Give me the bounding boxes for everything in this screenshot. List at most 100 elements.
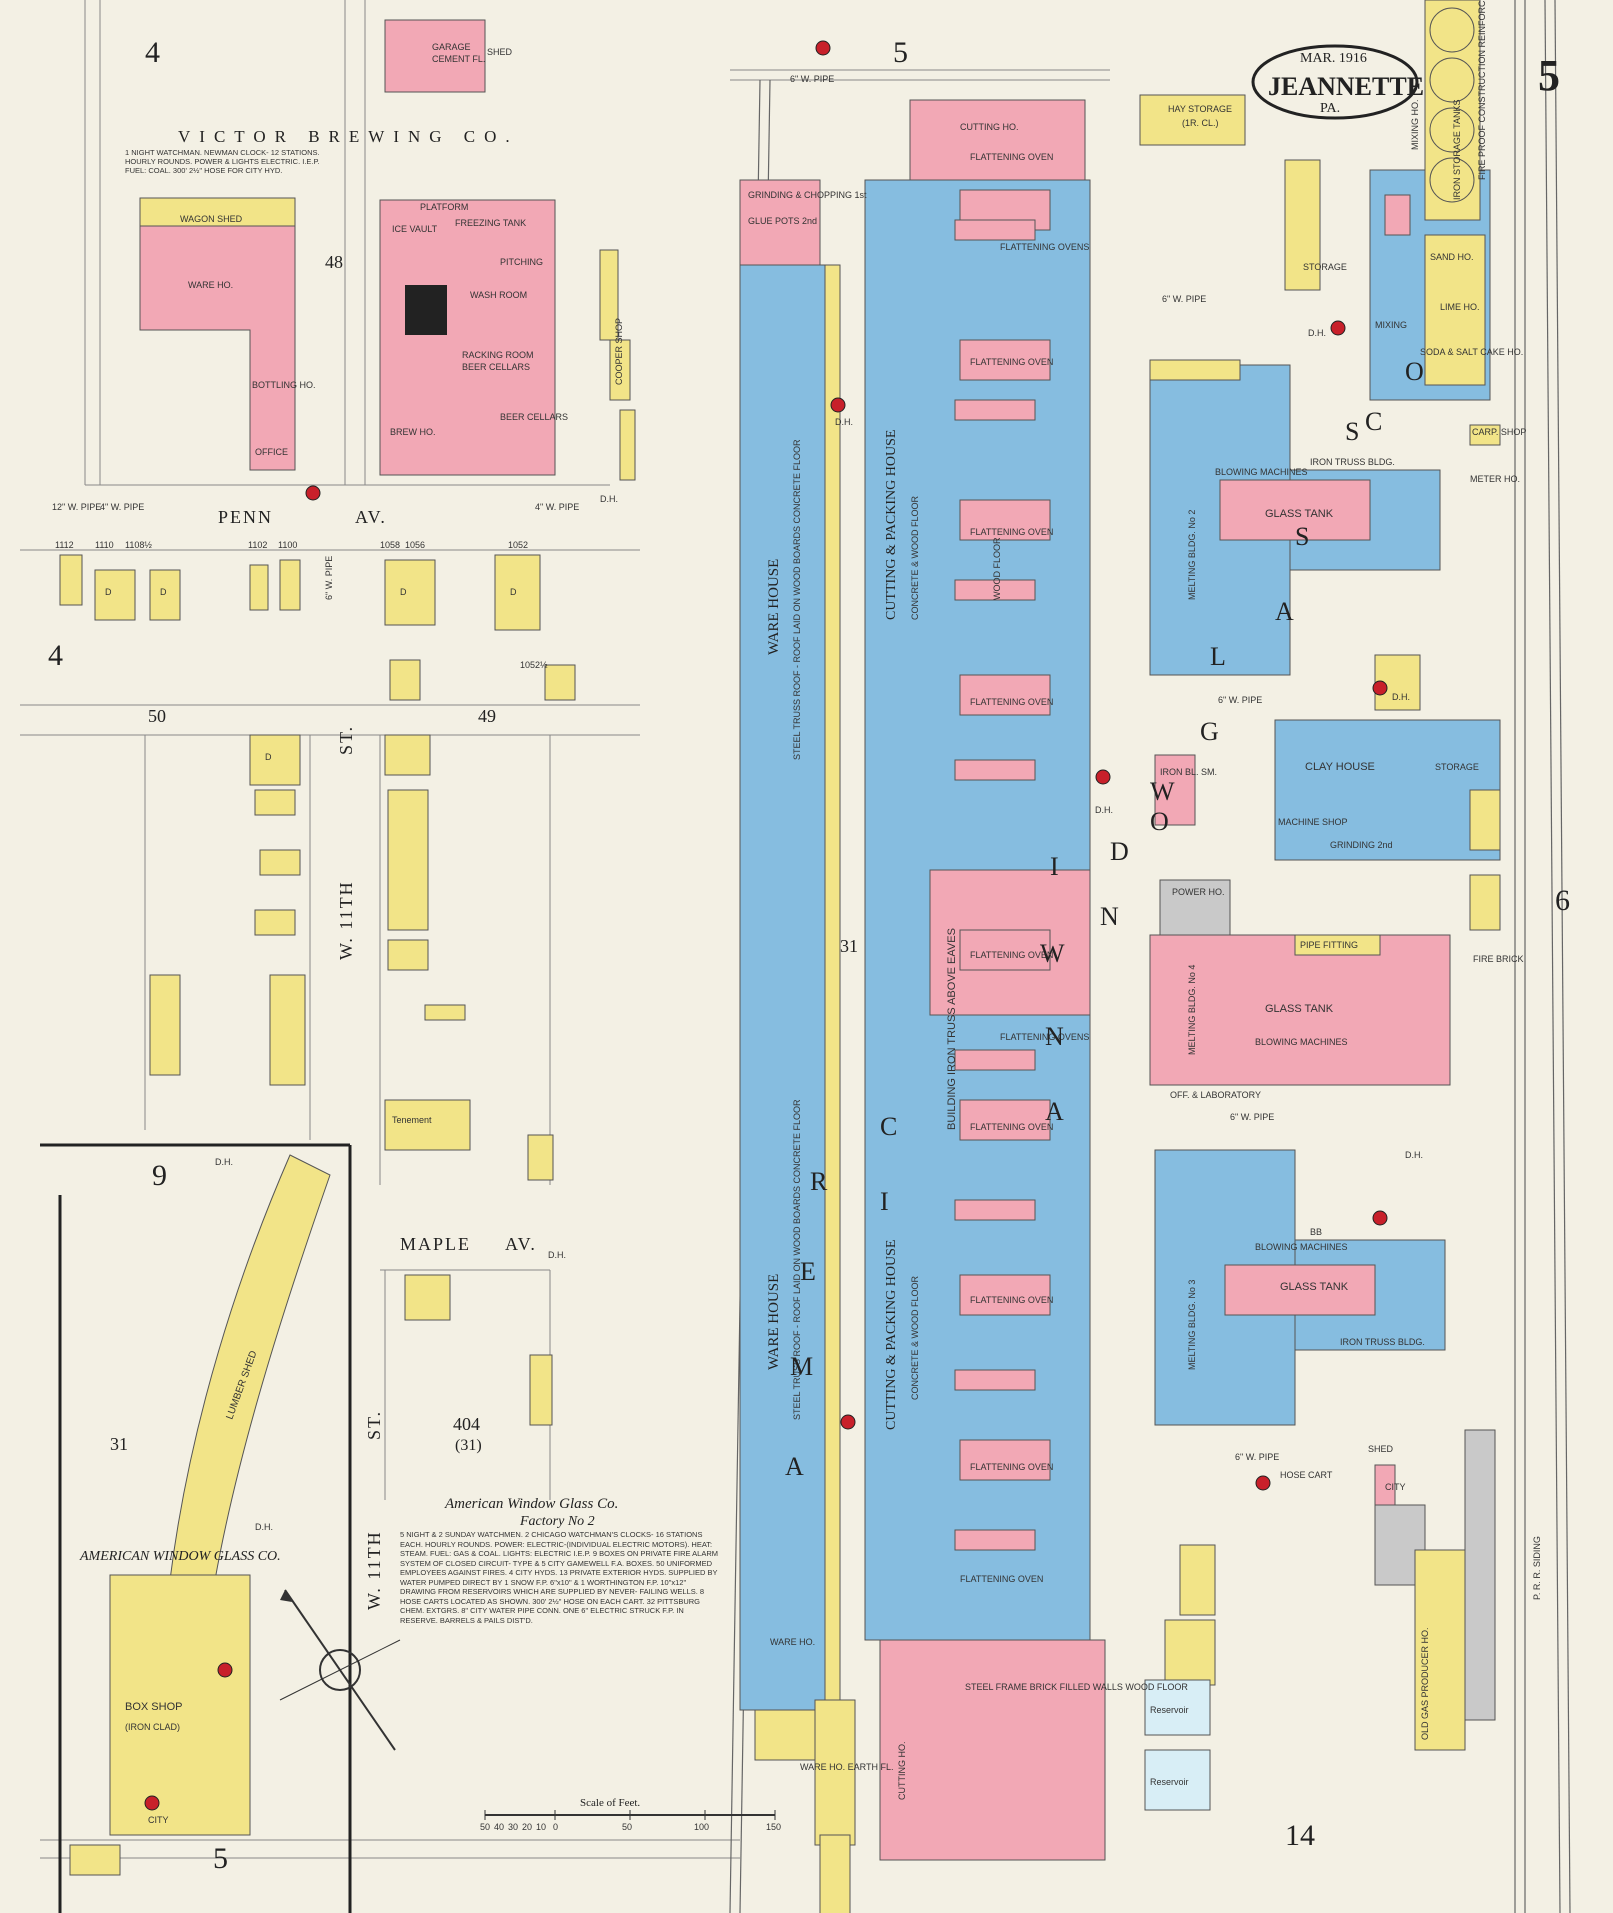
address: 1108½ <box>125 540 152 550</box>
building-label: OFF. & LABORATORY <box>1170 1090 1261 1100</box>
block-number: 14 <box>1285 1819 1315 1852</box>
building-label: BEER CELLARS <box>500 412 568 422</box>
block-number: 4 <box>145 36 160 69</box>
scale-tick: 50 <box>480 1822 490 1832</box>
building-label: LIME HO. <box>1440 302 1480 312</box>
property-letter: A <box>785 1452 804 1481</box>
property-letter: W <box>1150 777 1175 806</box>
address: 1100 <box>278 540 297 550</box>
cutting-house-bottom <box>879 1639 1106 1861</box>
building-label: GLASS TANK <box>1280 1281 1349 1293</box>
scale-tick: 30 <box>508 1822 518 1832</box>
state-name: PA. <box>1320 101 1340 116</box>
city-mark: CITY <box>148 1815 169 1825</box>
dh-mark: D.H. <box>548 1250 566 1260</box>
building-label: WARE HO. <box>188 280 233 290</box>
block-number: 31 <box>840 936 858 956</box>
building-label: FLATTENING OVEN <box>960 1574 1043 1584</box>
box-shop <box>109 1574 251 1836</box>
pipe-label: 4" W. PIPE <box>100 502 144 512</box>
property-letter: A <box>1045 1097 1064 1126</box>
warehouse-long <box>739 264 831 1711</box>
building-label: FREEZING TANK <box>455 218 526 228</box>
property-letter: I <box>880 1187 889 1216</box>
property-letter: C <box>1365 407 1382 436</box>
building-label: SODA & SALT CAKE HO. <box>1420 347 1523 357</box>
street-grid <box>20 0 1110 1859</box>
sheet-number: 5 <box>1538 51 1560 100</box>
reservoir-1-frame <box>1164 1619 1216 1686</box>
block-number: 49 <box>478 706 496 726</box>
pipe-label: 6" W. PIPE <box>1235 1452 1279 1462</box>
property-letter: S <box>1295 522 1309 551</box>
block-number: (31) <box>455 1437 482 1454</box>
reservoir-1 <box>1144 1679 1211 1736</box>
address: 1110 <box>95 540 114 550</box>
factory-note-box: 5 NIGHT & 2 SUNDAY WATCHMEN. 2 CHICAGO W… <box>400 1530 718 1625</box>
tenement-building <box>384 1099 471 1151</box>
dh-mark: D.H. <box>215 1157 233 1167</box>
building-label: MIXING <box>1375 320 1407 330</box>
building-label: STEEL TRUSS ROOF - ROOF LAID ON WOOD BOA… <box>792 439 802 760</box>
scale-tick: 40 <box>494 1822 504 1832</box>
building-label: WASH ROOM <box>470 290 527 300</box>
property-letter: C <box>880 1112 897 1141</box>
building-label: FLATTENING OVEN <box>970 697 1053 707</box>
building-label: CONCRETE & WOOD FLOOR <box>910 495 920 620</box>
dwelling-mark: D <box>105 587 112 597</box>
building-label: BEER CELLARS <box>462 362 530 372</box>
building-label: STORAGE <box>1435 762 1479 772</box>
building-label: BLOWING MACHINES <box>1215 467 1308 477</box>
building-label: BUILDING IRON TRUSS ABOVE EAVES <box>946 928 958 1130</box>
building-label: CUTTING HO. <box>960 122 1019 132</box>
building-label: FIRE PROOF CONSTRUCTION REINFORCED CONCR… <box>1477 0 1487 180</box>
dh-mark: D.H. <box>1392 692 1410 702</box>
pipe-label: 6" W. PIPE <box>790 74 834 84</box>
dh-mark: D.H. <box>1095 805 1113 815</box>
street-name: W. 11TH <box>364 1530 384 1610</box>
brewery-name: VICTOR BREWING CO. <box>178 127 519 146</box>
property-letter: N <box>1100 902 1119 931</box>
building-label: WARE HOUSE <box>766 559 782 655</box>
building-label: (1R. CL.) <box>1182 118 1219 128</box>
building-label: IRON TRUSS BLDG. <box>1310 457 1395 467</box>
cooper-shop <box>609 339 631 401</box>
building-label: BLOWING MACHINES <box>1255 1242 1348 1252</box>
street-name: AV. <box>355 507 387 527</box>
building-label: BOTTLING HO. <box>252 380 316 390</box>
property-letter: M <box>790 1352 813 1381</box>
dwelling-mark: D <box>160 587 167 597</box>
building-label: BOX SHOP <box>125 1701 182 1713</box>
building-label: BREW HO. <box>390 427 436 437</box>
address: 1052½ <box>520 660 548 670</box>
cooper-shed-1 <box>599 249 619 341</box>
property-letter: G <box>1200 717 1219 746</box>
building-label: WOOD FLOOR <box>992 537 1002 600</box>
street-name: W. 11TH <box>336 880 356 960</box>
building-label: FLATTENING OVEN <box>970 357 1053 367</box>
dwelling-mark: D <box>400 587 407 597</box>
building-label: OLD GAS PRODUCER HO. <box>1420 1627 1430 1740</box>
building-label: FLATTENING OVEN <box>970 1462 1053 1472</box>
dwelling-mark: D <box>510 587 517 597</box>
lumber-yard <box>69 1154 331 1876</box>
clay-house <box>1274 719 1501 861</box>
building-label: (IRON CLAD) <box>125 1722 180 1732</box>
building-label: PLATFORM <box>420 202 468 212</box>
building-label: CONCRETE & WOOD FLOOR <box>910 1275 920 1400</box>
dwelling-mark: D <box>265 752 272 762</box>
pipe-label: 6" W. PIPE <box>1218 695 1262 705</box>
grinding-building <box>739 179 821 266</box>
street-name: AV. <box>505 1234 537 1254</box>
pipe-label: 4" W. PIPE <box>535 502 579 512</box>
building-label: CLAY HOUSE <box>1305 761 1375 773</box>
building-label: PITCHING <box>500 257 543 267</box>
building-label: ICE VAULT <box>392 224 438 234</box>
building-label: GRINDING & CHOPPING 1st <box>748 190 867 200</box>
block-boundary <box>40 1143 352 1913</box>
dwellings <box>59 554 576 1426</box>
dh-mark: D.H. <box>255 1522 273 1532</box>
scale-tick: 150 <box>766 1822 781 1832</box>
building-label: Tenement <box>392 1115 432 1125</box>
dh-mark: D.H. <box>1308 328 1326 338</box>
